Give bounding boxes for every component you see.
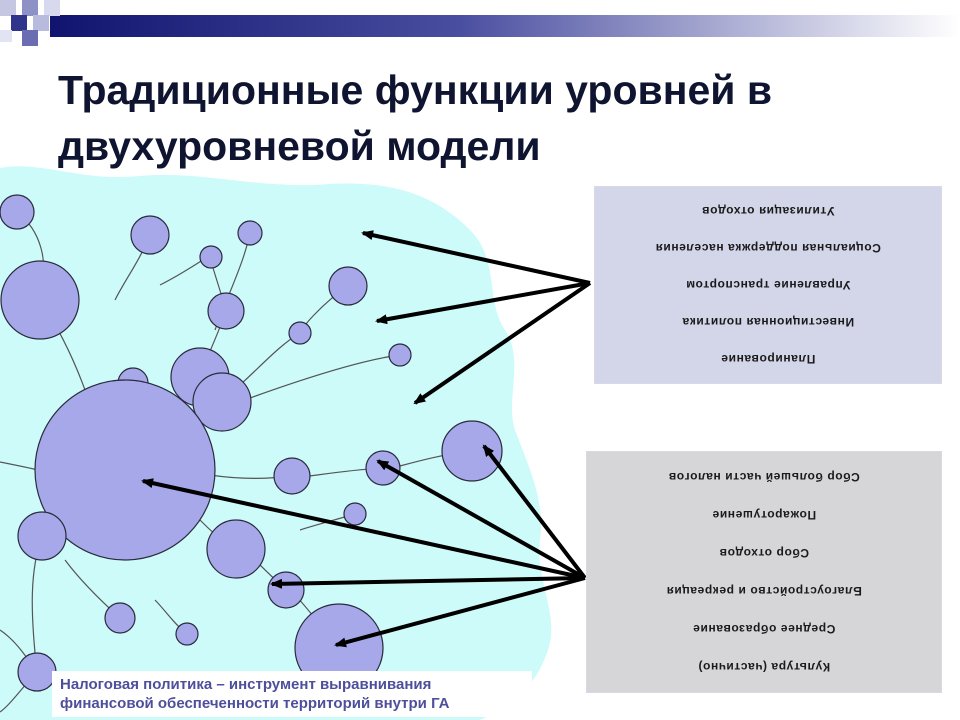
territory-circle <box>388 343 412 367</box>
arrow <box>482 444 587 580</box>
header-square <box>11 15 27 31</box>
title-line-2: двухуровневой модели <box>58 123 541 169</box>
arrow <box>270 576 586 589</box>
territory-circle <box>104 602 136 634</box>
page-title: Традиционные функции уровней в двухуровн… <box>58 62 918 174</box>
header-square <box>0 0 16 16</box>
territory-circle <box>206 519 266 579</box>
arrows-municipal <box>141 444 587 648</box>
header-square <box>22 0 38 16</box>
function-item: Управление транспортом <box>685 278 851 293</box>
function-item: Пожаротушение <box>711 508 817 522</box>
function-item: Среднее образование <box>692 622 836 636</box>
header-square <box>0 30 12 42</box>
territory-circle-core-city <box>34 379 216 561</box>
function-item: Сбор отходов <box>719 546 809 560</box>
arrow <box>141 478 586 580</box>
territory-circle <box>0 194 35 230</box>
header-square <box>22 30 38 46</box>
territory-circle <box>17 511 67 561</box>
function-item: Благоустройство и рекреация <box>666 584 862 598</box>
territory-circle <box>328 266 368 306</box>
function-item: Утилизация отходов <box>701 204 835 219</box>
tax-policy-caption: Налоговая политика – инструмент выравнив… <box>52 671 532 717</box>
function-item: Культура (частично) <box>697 660 831 674</box>
function-item: Социальная поддержка населения <box>655 241 881 256</box>
title-line-1: Традиционные функции уровней в <box>58 67 773 113</box>
municipal-functions-box: Культура (частично) Среднее образование … <box>586 451 942 693</box>
header-square <box>33 15 49 31</box>
caption-line-1: Налоговая политика – инструмент выравнив… <box>60 676 432 693</box>
arrow <box>361 230 591 285</box>
arrow <box>334 576 586 648</box>
territory-circle <box>207 292 245 330</box>
arrow <box>375 281 591 325</box>
territory-circle <box>199 245 223 269</box>
arrow <box>376 459 586 580</box>
function-item: Сбор большей части налогов <box>668 470 860 484</box>
function-item: Инвестиционная политика <box>681 314 855 329</box>
territory-circle <box>343 502 367 526</box>
territory-circle <box>17 652 57 692</box>
territory-circle <box>267 571 305 609</box>
territory-circles <box>0 194 503 693</box>
caption-line-2: финансовой обеспеченности территорий вну… <box>60 695 450 712</box>
header-decoration-bar <box>0 0 960 46</box>
territory-circle <box>288 321 312 345</box>
territory-circle <box>441 420 503 482</box>
municipal-functions-list: Культура (частично) Среднее образование … <box>587 452 941 692</box>
territory-circle <box>365 450 401 486</box>
arrow <box>413 281 592 405</box>
territory-circle <box>192 372 252 432</box>
regional-functions-list: Планирование Инвестиционная политика Упр… <box>595 187 941 383</box>
territory-circle <box>0 260 80 340</box>
function-item: Планирование <box>720 351 816 366</box>
header-square <box>44 0 60 16</box>
arrows-regional <box>361 230 592 405</box>
regional-functions-box: Планирование Инвестиционная политика Упр… <box>594 186 942 384</box>
territory-circle <box>273 457 311 495</box>
territory-circle <box>130 215 170 255</box>
territory-circle <box>175 622 199 646</box>
territory-circle <box>237 220 263 246</box>
header-gradient-strip <box>50 15 960 37</box>
